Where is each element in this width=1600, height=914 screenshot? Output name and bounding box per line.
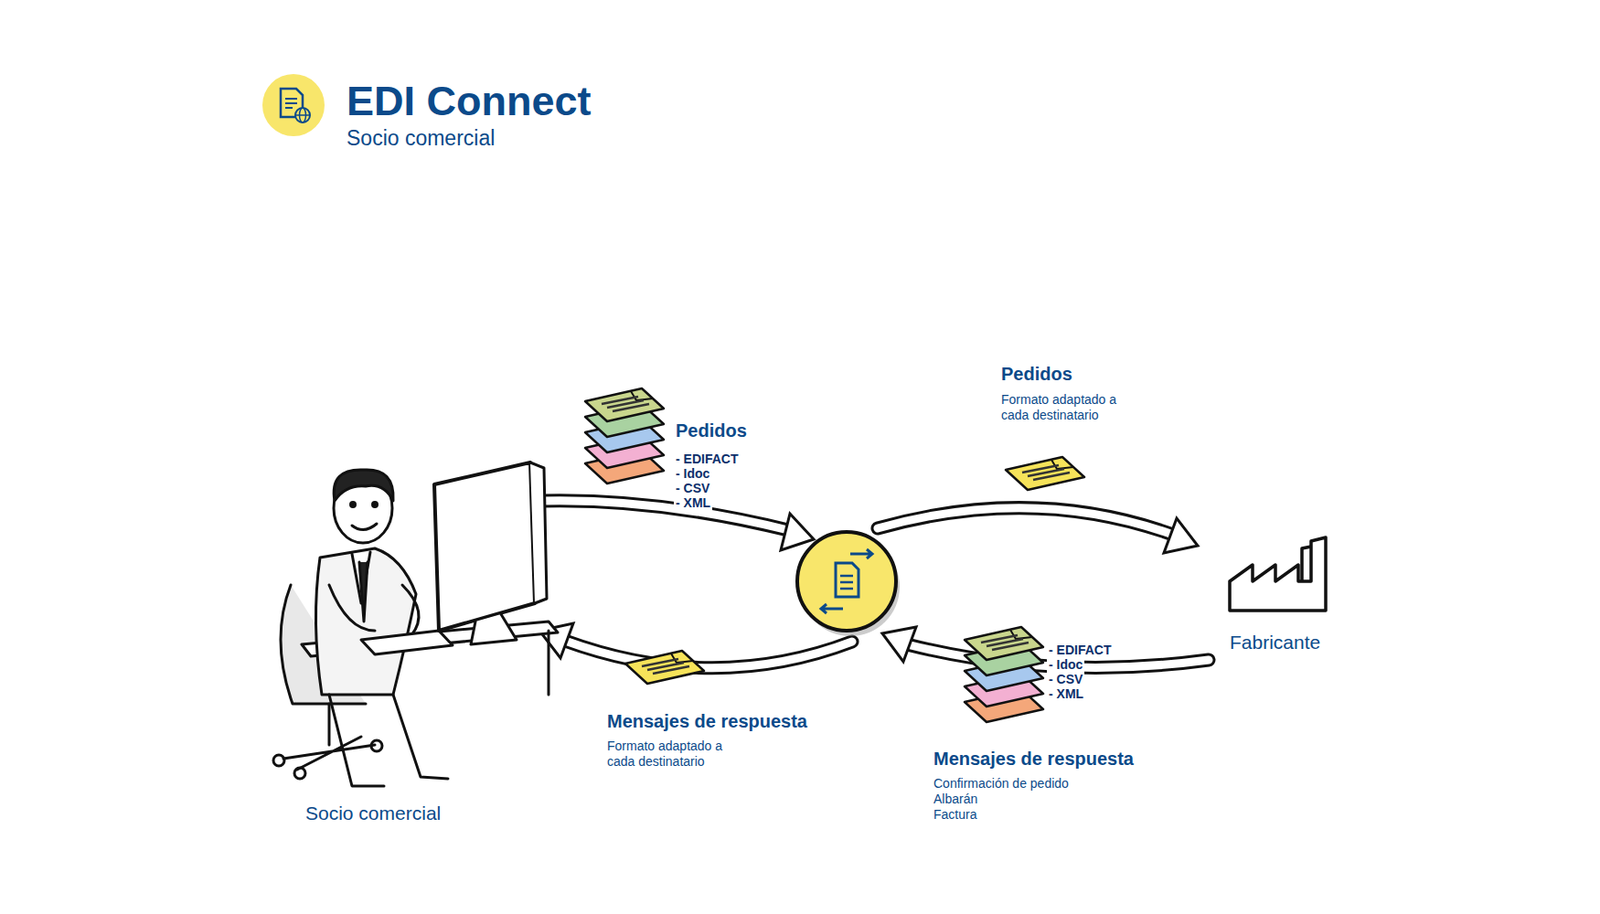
document-sheet: [625, 650, 704, 684]
format-item: - EDIFACT: [1046, 642, 1113, 659]
hub-icon: [797, 532, 900, 637]
format-item: - CSV: [673, 480, 712, 497]
format-note: Formato adaptado a cada destinatario: [605, 738, 747, 770]
flow-arrows: [539, 501, 1209, 669]
format-item: - CSV: [1046, 672, 1085, 688]
document-sheet: [964, 627, 1044, 661]
message-heading: Pedidos: [673, 419, 749, 442]
factory-icon: [1229, 537, 1326, 611]
manufacturer-label: Fabricante: [1227, 630, 1323, 654]
message-heading: Pedidos: [999, 362, 1075, 385]
document-sheet: [585, 388, 664, 422]
partner-label: Socio comercial: [303, 801, 443, 825]
message-type: Factura: [931, 807, 979, 823]
document-stacks: [585, 388, 1085, 723]
format-item: - XML: [1046, 686, 1086, 703]
format-note: Formato adaptado a cada destinatario: [999, 392, 1141, 424]
format-item: - EDIFACT: [673, 451, 740, 468]
message-heading: Mensajes de respuesta: [605, 710, 810, 733]
title: EDI Connect: [344, 76, 594, 127]
format-item: - XML: [673, 495, 713, 512]
subtitle: Socio comercial: [344, 126, 497, 152]
node-text: Socio comercial: [303, 801, 443, 825]
format-item: - Idoc: [1046, 657, 1085, 673]
format-item: - Idoc: [673, 466, 712, 482]
message-type: Albarán: [931, 791, 980, 808]
message-heading: Mensajes de respuesta: [931, 747, 1136, 770]
person-at-computer: [273, 462, 558, 787]
header-icon: [262, 74, 325, 137]
document-sheet: [1005, 457, 1085, 491]
message-type: Confirmación de pedido: [931, 776, 1071, 792]
node-text: Fabricante: [1227, 630, 1323, 654]
